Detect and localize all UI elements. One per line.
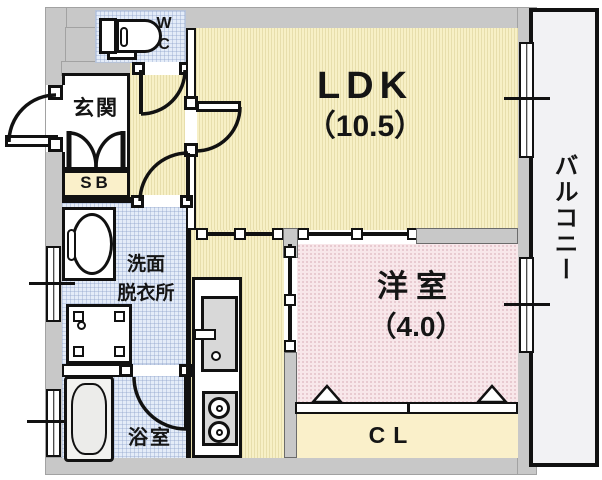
ldk-size-label: （10.5） [305, 110, 425, 143]
bathtub-icon [64, 376, 114, 462]
sink-drain [211, 351, 221, 361]
washroom-door-post-right [180, 195, 193, 208]
wall-kitchen-corridor [186, 230, 191, 458]
closet-floor [297, 414, 518, 458]
bathroom-window [46, 389, 61, 457]
ldk-door-stop [184, 143, 198, 157]
pan-corner [73, 346, 84, 357]
closet-door-divider [407, 404, 410, 412]
western-room-floor [297, 244, 518, 403]
western-room-size-label: （4.0） [368, 311, 464, 342]
bathroom-label: 浴室 [128, 427, 172, 449]
bathtub-inner [71, 383, 107, 455]
ldk-floor [196, 28, 518, 230]
partition-block [196, 228, 208, 240]
ldk-balcony-window [519, 42, 534, 158]
wc-door-post-left [132, 62, 145, 75]
ldk-label: LDK [316, 65, 414, 107]
ldk-door-opening [185, 109, 197, 144]
toilet-tank [99, 18, 117, 54]
pan-corner [114, 346, 125, 357]
wc-door-opening [145, 62, 179, 75]
western-room-window-tick [504, 303, 550, 306]
ldk-door-leaf [196, 101, 241, 112]
partition-block [234, 228, 246, 240]
washbasin-counter [62, 207, 116, 281]
entrance-door-post-bottom [48, 137, 63, 152]
wall-washroom-top [62, 197, 134, 203]
washroom-label-line2: 脱衣所 [117, 283, 175, 304]
pan-corner [114, 311, 125, 322]
western-room-label: 洋室 [377, 269, 455, 304]
washroom-door-post-left [131, 195, 144, 208]
partition-block [351, 228, 363, 240]
partition-block [284, 246, 296, 258]
wc-label: W C [150, 13, 178, 55]
partition-block [284, 340, 296, 352]
balcony-area [529, 8, 599, 467]
closet-sliding-door [295, 402, 518, 414]
wc-label-line1: W [156, 15, 172, 32]
toilet-icon [116, 19, 162, 53]
wc-label-line2: C [158, 36, 170, 53]
toilet-seat [120, 27, 128, 47]
washroom-label-line1: 洗面 [126, 254, 165, 275]
hallway-floor [130, 63, 188, 203]
stove-burner-center [216, 429, 223, 436]
entrance-door-post-top [48, 85, 63, 100]
bath-door-opening [133, 365, 179, 376]
shoe-box [62, 170, 130, 198]
closet-label: CL [368, 422, 416, 448]
wall-stub-right [416, 228, 518, 244]
washroom-label: 洗面 脱衣所 [102, 250, 190, 308]
bathroom-window-tick [27, 420, 75, 423]
wall-under-wc [61, 61, 139, 76]
washbasin-faucet [67, 229, 76, 261]
washroom-window-tick [29, 282, 75, 285]
stove-burner-center [216, 405, 223, 412]
partition-block [297, 228, 309, 240]
kitchen-unit [192, 277, 242, 458]
entrance-label: 玄関 [73, 97, 119, 120]
entrance-area [62, 73, 130, 170]
wall-bottom [45, 457, 525, 475]
shoe-box-label: SB [80, 173, 112, 192]
partition-block [284, 294, 296, 306]
washing-machine-pan [66, 304, 132, 364]
balcony-label: バルコニー [550, 153, 577, 283]
kitchen-faucet [194, 329, 216, 340]
ldk-window-tick [504, 97, 550, 100]
bath-door-post-left [119, 364, 133, 377]
washroom-door-opening [144, 195, 180, 207]
pan-drain [77, 321, 86, 330]
